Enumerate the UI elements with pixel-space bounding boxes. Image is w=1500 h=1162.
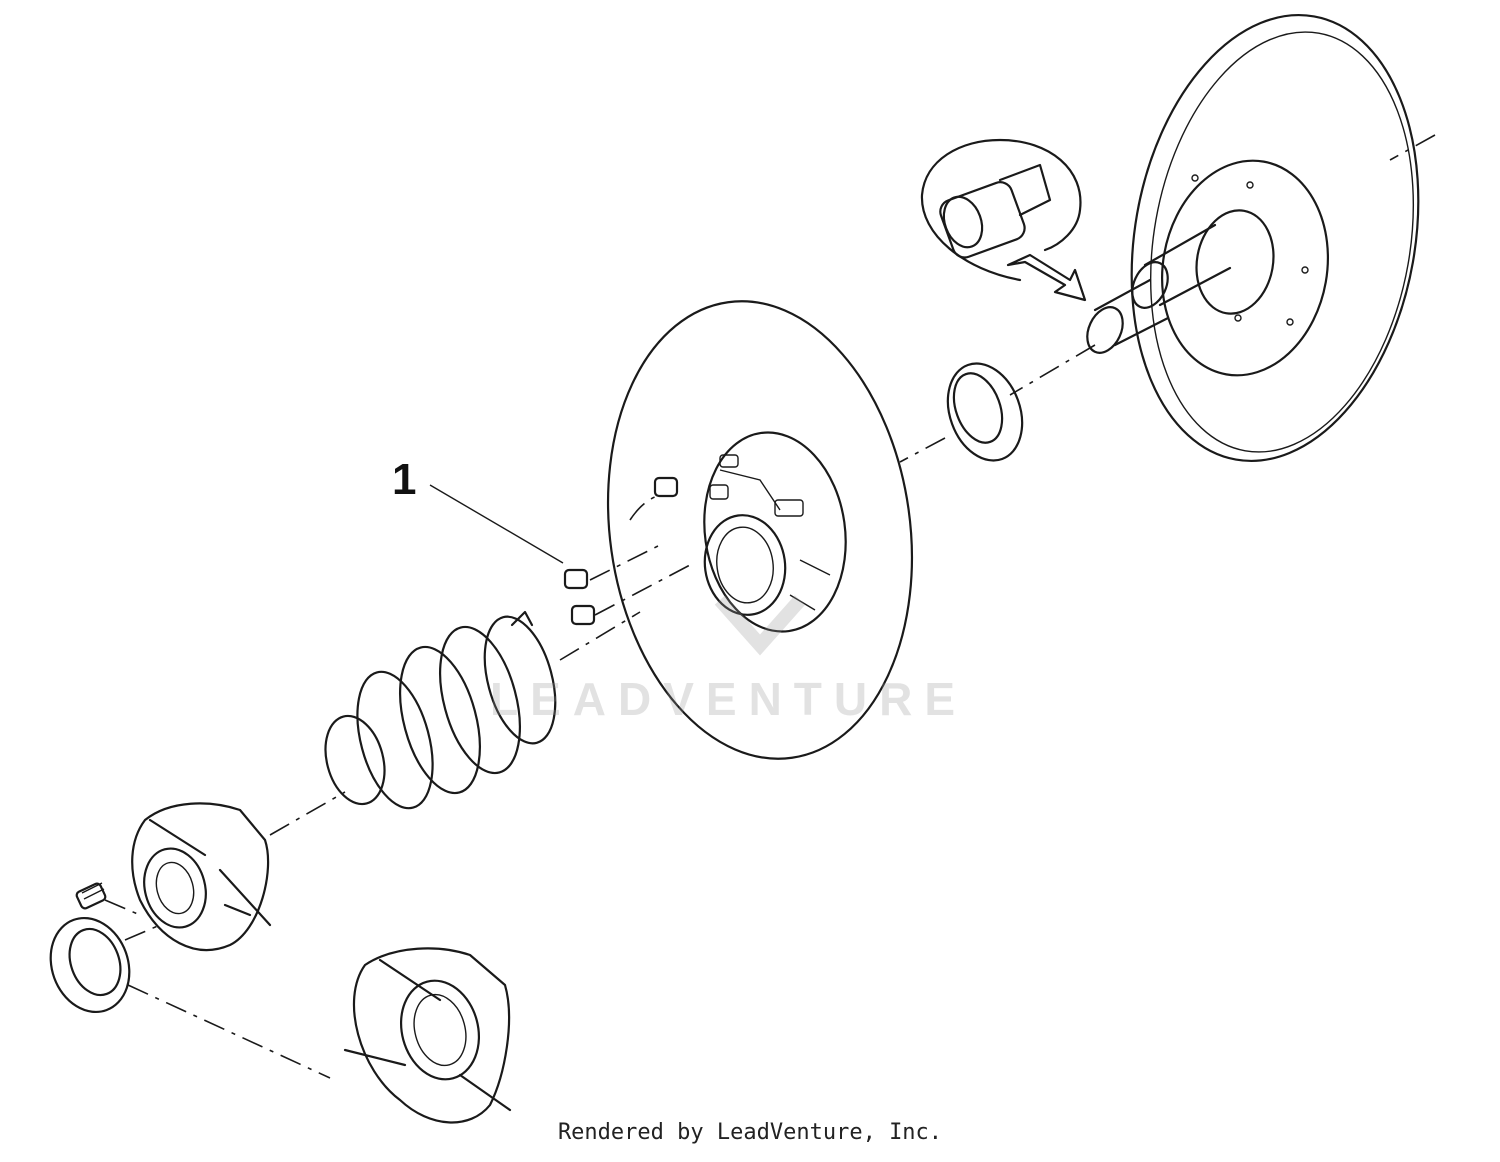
set-screw xyxy=(75,882,141,916)
watermark-logo xyxy=(714,595,806,656)
callout-leader xyxy=(429,484,564,564)
credit-text: Rendered by LeadVenture, Inc. xyxy=(557,1120,943,1145)
spring xyxy=(324,610,557,810)
torque-cam xyxy=(343,947,512,1124)
movable-sheave xyxy=(606,300,914,760)
thrust-washer xyxy=(49,916,331,1079)
slider-blocks xyxy=(563,476,691,626)
watermark: LEADVENTURE xyxy=(490,673,968,725)
spring-seat xyxy=(131,802,272,952)
fixed-sheave xyxy=(1086,13,1420,463)
center-axis xyxy=(269,134,1436,836)
callout-number: 1 xyxy=(392,455,417,504)
spacer-washer xyxy=(946,362,1024,462)
detail-view xyxy=(920,138,1087,302)
